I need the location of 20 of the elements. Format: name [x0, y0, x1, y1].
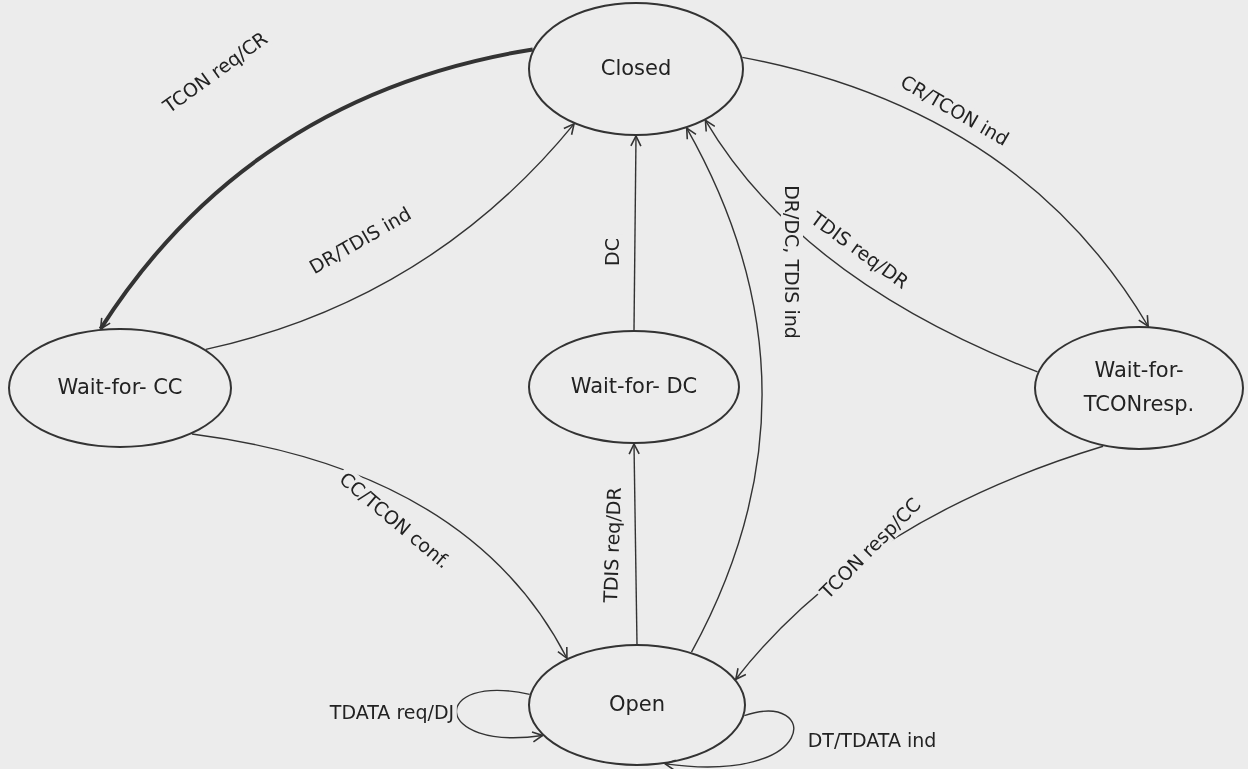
self-loop-arrow [455, 690, 544, 743]
state-name: Closed [600, 55, 672, 83]
state-ellipse [528, 644, 746, 766]
state-ellipse [528, 330, 740, 444]
transition-arrow [704, 119, 1039, 373]
state-ellipse [8, 328, 232, 448]
state-ellipse [528, 2, 744, 136]
transition-arrow [685, 127, 763, 653]
state-name: Wait-for- DC [570, 373, 698, 401]
transition-arrow [630, 135, 642, 331]
state-ellipse [1034, 326, 1244, 450]
transition-arrow [741, 56, 1149, 328]
transition-arrow [628, 443, 640, 645]
transition-arrow [191, 433, 568, 660]
state-name: Wait-for- TCONresp. [1082, 357, 1196, 418]
transition-arrow [205, 123, 575, 351]
transition-arrow [98, 47, 534, 331]
self-loop-arrow [664, 710, 795, 769]
state-name: Open [608, 691, 666, 719]
state-name: Wait-for- CC [57, 374, 183, 402]
